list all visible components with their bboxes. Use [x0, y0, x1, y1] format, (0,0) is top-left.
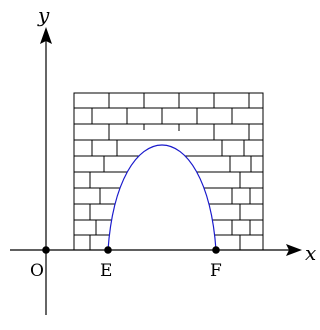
y-axis-arrowhead — [40, 27, 52, 44]
y-axis-label: y — [37, 3, 50, 27]
arch-curve — [107, 144, 217, 251]
origin-point — [42, 246, 50, 254]
arch-opening — [108, 145, 216, 250]
x-axis-arrowhead — [286, 244, 302, 256]
point-f-label: F — [210, 261, 222, 281]
brick-wall — [73, 92, 264, 251]
axes — [10, 40, 290, 315]
point-f — [212, 246, 220, 254]
origin-label: O — [30, 261, 44, 281]
point-e-label: E — [100, 261, 112, 281]
x-axis-label: x — [305, 241, 316, 265]
point-e — [104, 246, 112, 254]
